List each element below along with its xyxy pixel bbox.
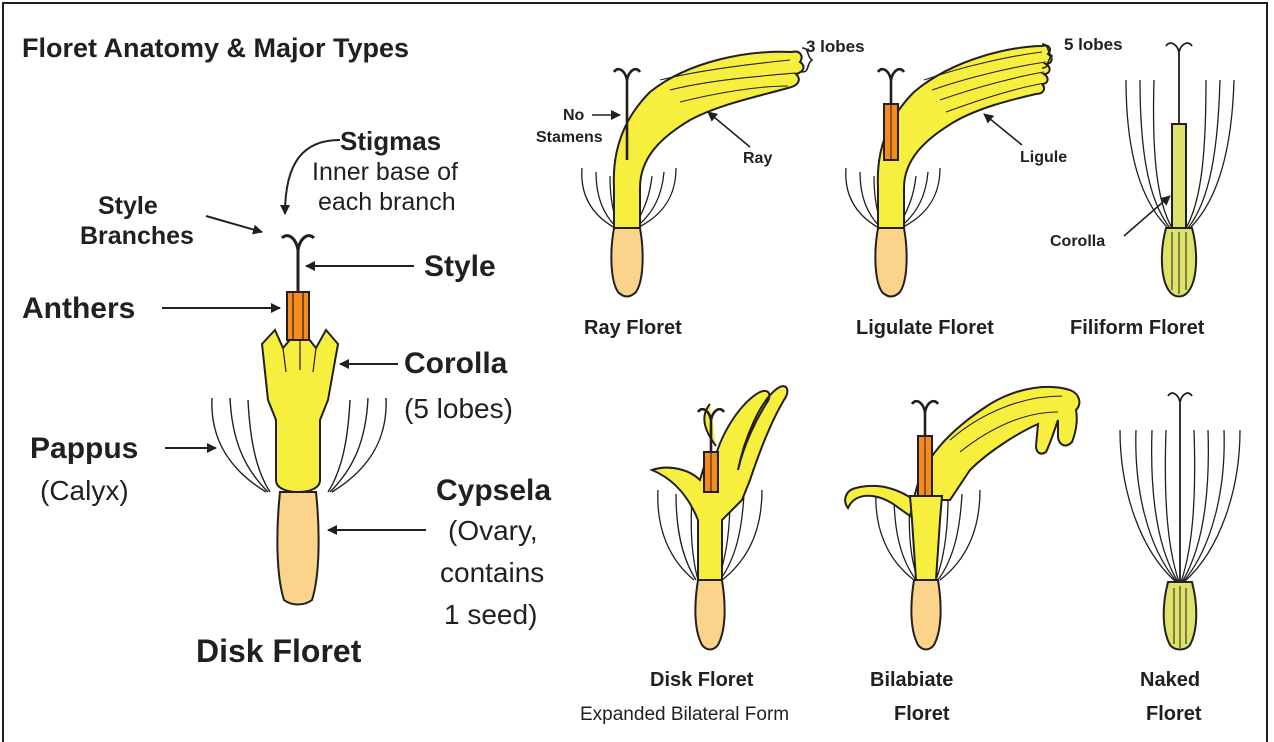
label-style-branches-1: Style [98, 192, 158, 220]
bilateral-corolla [652, 386, 787, 580]
style-branches [282, 236, 314, 250]
ligulate-ligule [878, 46, 1052, 228]
ray-ovary [611, 228, 642, 297]
ligulate-floret [846, 46, 1052, 297]
caption-bilabiate-2: Floret [894, 703, 950, 725]
page-title: Floret Anatomy & Major Types [22, 33, 409, 63]
label-style: Style [424, 250, 496, 283]
bilabiate-lower-lip [845, 486, 914, 516]
caption-naked-1: Naked [1140, 669, 1200, 691]
bilateral-ovary [695, 580, 724, 650]
filiform-corolla [1172, 124, 1186, 228]
bilabiate-floret [845, 387, 1079, 650]
ray-ray-label: Ray [743, 150, 772, 167]
ray-ligule [614, 52, 804, 228]
label-stigmas-note-1: Inner base of [312, 158, 458, 186]
ray-no-stamens-2: Stamens [536, 129, 603, 146]
label-pappus: Pappus [30, 432, 138, 465]
naked-floret [1120, 393, 1240, 649]
bilabiate-tube [910, 496, 942, 580]
style-branches-arrow [206, 216, 262, 232]
label-anthers: Anthers [22, 292, 135, 325]
label-stigmas-note-2: each branch [318, 188, 456, 216]
label-stigmas: Stigmas [340, 126, 441, 156]
ovary [277, 492, 318, 605]
label-pappus-note: (Calyx) [40, 475, 129, 506]
ligulate-ovary [875, 228, 906, 297]
ray-no-stamens-1: No [563, 107, 585, 124]
label-corolla: Corolla [404, 347, 508, 380]
ray-lobes-label: 3 lobes [806, 37, 865, 56]
ligulate-lobes-label: 5 lobes [1064, 35, 1123, 54]
bilateral-disk-floret [652, 386, 787, 649]
ligulate-ligule-label: Ligule [1020, 149, 1067, 166]
bilabiate-upper-lip [914, 387, 1079, 500]
caption-ligulate-floret: Ligulate Floret [856, 317, 994, 339]
caption-bilateral-1: Disk Floret [650, 669, 754, 691]
ligulate-ligule-arrow [984, 114, 1022, 145]
caption-ray-floret: Ray Floret [584, 317, 682, 339]
label-style-branches-2: Branches [80, 222, 194, 250]
filiform-corolla-label: Corolla [1050, 233, 1105, 250]
caption-bilabiate-1: Bilabiate [870, 669, 953, 691]
filiform-corolla-arrow [1124, 196, 1170, 236]
label-cypsela-note-2: contains [440, 557, 544, 588]
ray-ray-arrow [708, 112, 750, 147]
anther-tube [287, 292, 309, 340]
filiform-floret [1126, 43, 1234, 296]
bilabiate-ovary [911, 580, 940, 650]
caption-naked-2: Floret [1146, 703, 1202, 725]
caption-bilateral-2: Expanded Bilateral Form [580, 704, 789, 725]
label-cypsela-note-3: 1 seed) [444, 599, 537, 630]
ray-floret [582, 52, 804, 297]
caption-disk-floret: Disk Floret [196, 633, 362, 669]
label-cypsela: Cypsela [436, 474, 551, 507]
main-disk-floret [212, 236, 386, 605]
label-cypsela-note-1: (Ovary, [448, 515, 538, 546]
label-corolla-note: (5 lobes) [404, 393, 513, 424]
caption-filiform-floret: Filiform Floret [1070, 317, 1205, 339]
